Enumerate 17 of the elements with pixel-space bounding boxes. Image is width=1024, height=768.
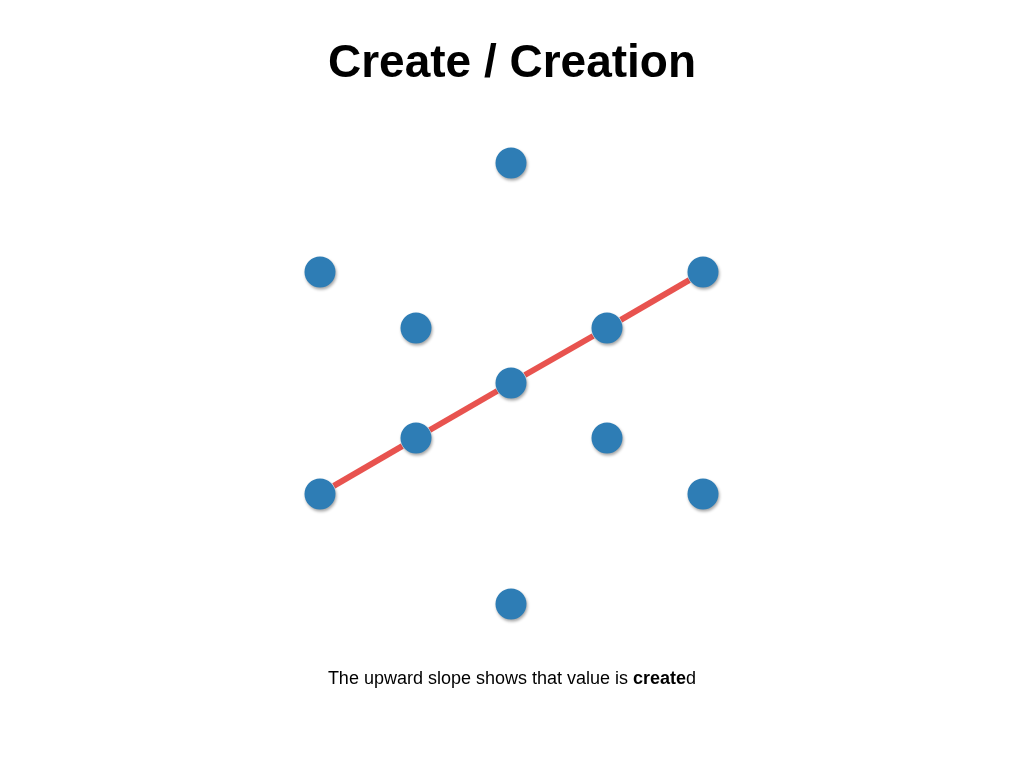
dot (400, 422, 432, 454)
line-segment (428, 388, 499, 433)
dot (495, 367, 527, 399)
line-segment (332, 443, 404, 489)
dot (495, 147, 527, 179)
line-segment (619, 277, 691, 323)
line-segment (523, 333, 595, 378)
dot (400, 312, 432, 344)
dot (304, 256, 336, 288)
title: Create / Creation (327, 34, 697, 88)
dot (687, 478, 719, 510)
dot (591, 312, 623, 344)
dot (591, 422, 623, 454)
dot (304, 478, 336, 510)
dot (687, 256, 719, 288)
dot (495, 588, 527, 620)
caption: The upward slope shows that value is created (327, 668, 697, 689)
